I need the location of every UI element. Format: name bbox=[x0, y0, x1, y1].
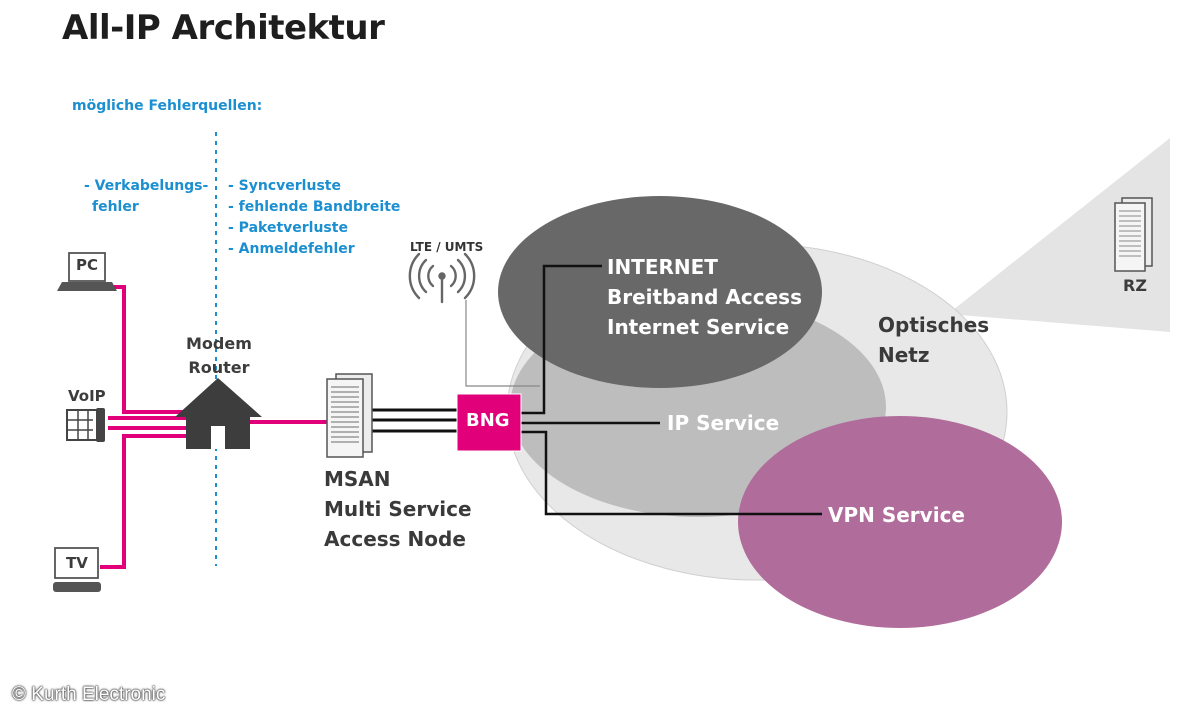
page-title: All-IP Architektur bbox=[62, 8, 385, 48]
msan-server-icon bbox=[326, 373, 373, 458]
internet-label: INTERNET Breitband Access Internet Servi… bbox=[607, 252, 802, 342]
msan-label-line: Access Node bbox=[324, 527, 466, 551]
vpn-service-label: VPN Service bbox=[828, 503, 965, 527]
fehlerquellen-right-line: - Paketverluste bbox=[228, 220, 348, 236]
fehlerquellen-right-line: - Anmeldefehler bbox=[228, 241, 355, 257]
optisches-netz-label: Optisches Netz bbox=[878, 310, 989, 370]
internet-ellipse bbox=[498, 196, 822, 388]
rz-server-icon bbox=[1114, 197, 1153, 272]
modem-label: Modem bbox=[186, 334, 252, 353]
pc-label: PC bbox=[76, 256, 99, 274]
bng-connectors bbox=[520, 264, 822, 516]
fehlerquellen-right-line: - fehlende Bandbreite bbox=[228, 199, 401, 215]
fehlerquellen-right: - Syncverluste - fehlende Bandbreite - P… bbox=[228, 176, 400, 260]
antenna-icon bbox=[408, 252, 476, 304]
msan-label-line: MSAN bbox=[324, 467, 391, 491]
msan-label: MSAN Multi Service Access Node bbox=[324, 464, 472, 554]
ip-service-label: IP Service bbox=[667, 411, 780, 435]
bng-box bbox=[456, 393, 522, 452]
lte-connector bbox=[465, 300, 540, 387]
internet-label-line: Breitband Access bbox=[607, 285, 802, 309]
voip-phone-icon bbox=[66, 408, 105, 442]
bng-label: BNG bbox=[466, 410, 510, 431]
fehlerquellen-heading: mögliche Fehlerquellen: bbox=[72, 98, 263, 114]
magenta-cables bbox=[96, 285, 328, 569]
fehlerquellen-left-line: - Verkabelungs- bbox=[84, 178, 209, 194]
vpn-ellipse bbox=[738, 416, 1062, 628]
fehlerquellen-right-line: - Syncverluste bbox=[228, 178, 341, 194]
modem-router-icon bbox=[175, 378, 262, 449]
rz-label: RZ bbox=[1123, 276, 1147, 295]
msan-label-line: Multi Service bbox=[324, 497, 472, 521]
tv-icon bbox=[53, 547, 101, 592]
internet-label-line: Internet Service bbox=[607, 315, 790, 339]
tv-label: TV bbox=[66, 554, 88, 572]
rz-beam bbox=[948, 138, 1170, 332]
voip-label: VoIP bbox=[68, 387, 106, 405]
internet-label-line: INTERNET bbox=[607, 255, 718, 279]
pc-laptop-icon bbox=[57, 252, 117, 291]
lte-label: LTE / UMTS bbox=[410, 240, 484, 254]
optisches-netz-line: Optisches bbox=[878, 313, 990, 337]
router-label: Router bbox=[188, 358, 250, 377]
msan-bng-cables bbox=[372, 408, 458, 433]
optisches-netz-line: Netz bbox=[878, 343, 930, 367]
modem-router-label: Modem Router bbox=[186, 332, 252, 380]
fehlerquellen-left-line: fehler bbox=[92, 199, 139, 215]
fehlerquellen-left: - Verkabelungs- fehler bbox=[84, 176, 208, 218]
copyright-watermark: © Kurth Electronic bbox=[12, 684, 166, 705]
